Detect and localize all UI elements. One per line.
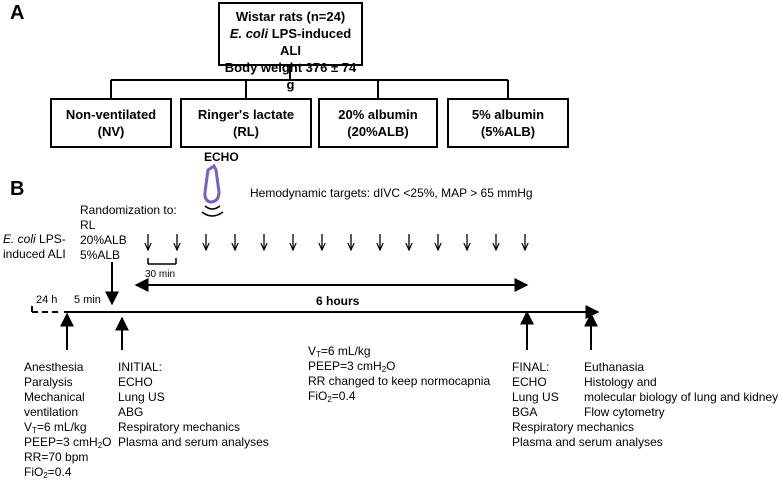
group-name: Ringer's lactate <box>197 107 295 122</box>
endpoint-list: Euthanasia Histology and molecular biolo… <box>584 360 778 420</box>
final-item: BGA <box>512 405 538 419</box>
induction-line2: induced ALI <box>3 247 66 261</box>
vent-peep: PEEP=3 cmH2O <box>308 359 396 374</box>
duration-label: 6 hours <box>316 294 360 308</box>
setup-item: ventilation <box>24 405 79 419</box>
interval-label: 30 min <box>145 269 176 280</box>
randomization-arm: RL <box>80 218 96 232</box>
gap-24h-label: 24 h <box>36 294 58 306</box>
setup-item: Mechanical <box>24 390 85 404</box>
endpoint-item: Flow cytometry <box>584 405 665 419</box>
ultrasound-probe-icon <box>201 163 224 217</box>
model-organism: E. coli <box>229 26 269 41</box>
population-count: Wistar rats (n=24) <box>235 9 346 24</box>
group-name: Non-ventilated <box>65 107 157 122</box>
vent-vt: VT=6 mL/kg <box>308 344 371 359</box>
randomization-arm: 5%ALB <box>80 248 121 262</box>
echo-label: ECHO <box>204 150 239 164</box>
group-abbr: (20%ALB) <box>347 124 409 139</box>
final-list: FINAL: ECHO Lung US BGA Respiratory mech… <box>512 360 663 450</box>
setup-peep: PEEP=3 cmH2O <box>24 435 112 450</box>
group-name: 5% albumin <box>471 107 545 122</box>
final-item: ECHO <box>512 375 547 389</box>
group-box-rl: Ringer's lactate (RL) <box>180 98 312 148</box>
group-abbr: (RL) <box>233 124 259 139</box>
setup-list: Anesthesia Paralysis Mechanical ventilat… <box>24 360 112 480</box>
vent-fio2: FiO2=0.4 <box>308 389 356 404</box>
induction-rest: LPS- <box>35 232 66 246</box>
final-item: Respiratory mechanics <box>512 420 635 434</box>
randomization-arm: 20%ALB <box>80 233 127 247</box>
group-tree <box>110 66 509 98</box>
endpoint-item: molecular biology of lung and kidney <box>584 390 778 404</box>
initial-item: Respiratory mechanics <box>118 420 241 434</box>
initial-item: ABG <box>118 405 144 419</box>
panel-b-label: B <box>10 178 25 200</box>
group-abbr: (5%ALB) <box>480 124 536 139</box>
randomization-title: Randomization to: <box>80 203 177 217</box>
setup-rr: RR=70 bpm <box>24 450 89 464</box>
setup-fio2: FiO2=0.4 <box>24 465 72 480</box>
group-box-nv: Non-ventilated (NV) <box>50 98 172 148</box>
initial-list: INITIAL: ECHO Lung US ABG Respiratory me… <box>118 360 269 450</box>
model-description: E. coli LPS-induced ALI <box>220 25 361 59</box>
model-rest: LPS-induced ALI <box>268 26 352 58</box>
ali-induction-label: E. coli LPS- induced ALI <box>3 232 66 262</box>
initial-item: ECHO <box>118 375 153 389</box>
setup-item: Anesthesia <box>24 360 84 374</box>
final-title: FINAL: <box>512 360 550 374</box>
setup-item: Paralysis <box>24 375 73 389</box>
group-box-5alb: 5% albumin (5%ALB) <box>447 98 569 148</box>
interval-bracket <box>147 258 177 265</box>
endpoint-item: Euthanasia <box>584 360 645 374</box>
group-abbr: (NV) <box>97 124 125 139</box>
vent-rr: RR changed to keep normocapnia <box>308 374 491 388</box>
group-box-20alb: 20% albumin (20%ALB) <box>318 98 438 148</box>
panel-a-label: A <box>10 2 25 24</box>
group-name: 20% albumin <box>338 107 418 122</box>
final-item: Lung US <box>512 390 559 404</box>
setup-vt: VT=6 mL/kg <box>24 420 87 435</box>
randomization-block: Randomization to: RL 20%ALB 5%ALB <box>80 203 177 263</box>
initial-item: Plasma and serum analyses <box>118 435 269 449</box>
endpoint-item: Histology and <box>584 375 657 389</box>
gap-5min-label: 5 min <box>74 294 101 306</box>
final-item: Plasma and serum analyses <box>512 435 663 449</box>
induction-organism: E. coli <box>3 232 36 246</box>
hemodynamic-targets: Hemodynamic targets: dIVC <25%, MAP > 65… <box>250 186 533 200</box>
assessment-arrows <box>148 234 525 250</box>
initial-title: INITIAL: <box>118 360 163 374</box>
ventilation-settings: VT=6 mL/kg PEEP=3 cmH2O RR changed to ke… <box>308 344 490 404</box>
initial-item: Lung US <box>118 390 165 404</box>
